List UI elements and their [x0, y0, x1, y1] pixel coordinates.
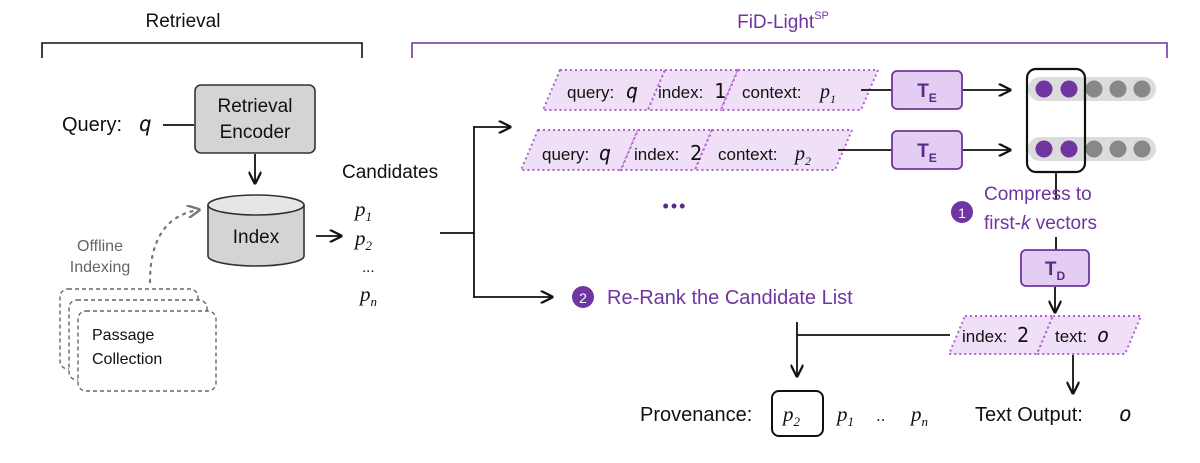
step2-badge [572, 286, 594, 308]
step2-text: Re-Rank the Candidate List [607, 287, 853, 309]
provenance-pn: pn [909, 402, 928, 429]
candidates-split-arrows [440, 126, 552, 298]
input2-query-var: q [599, 141, 611, 165]
output-index-label: index: [962, 327, 1007, 346]
offline-indexing-line2: Indexing [70, 259, 131, 276]
index-cylinder [207, 194, 305, 267]
input1-context-var: p1 [818, 81, 836, 106]
provenance-p1: p1 [835, 402, 854, 429]
provenance-p2: p2 [781, 402, 801, 429]
encoder-input-2 [519, 129, 854, 171]
text-output-label: Text Output: [975, 404, 1083, 426]
decoder-td-label: TD [1045, 259, 1066, 283]
candidate-p1: p1 [353, 197, 372, 224]
step1-badge-num: 1 [958, 205, 966, 221]
retrieval-title: Retrieval [146, 11, 221, 32]
retrieval-encoder-line1: Retrieval [218, 96, 293, 117]
offline-indexing-arrow [148, 210, 198, 284]
encoder-te-2-label: TE [917, 141, 937, 165]
encoder-te-1 [891, 70, 963, 110]
decoder-output [947, 315, 1143, 355]
input1-query-label: query: [567, 83, 614, 102]
provenance-dots: .. [876, 406, 885, 425]
input2-index-label: index: [634, 145, 679, 164]
fid-light-title: FiD-LightSP [737, 10, 829, 33]
step1-badge [951, 201, 973, 223]
step1-line1: Compress to [984, 184, 1092, 205]
vector-row-1 [1028, 77, 1156, 101]
passage-collection-line1: Passage [92, 327, 154, 344]
more-inputs-ellipsis: ••• [663, 196, 688, 216]
provenance-selected-box [771, 390, 824, 437]
fid-light-bracket [411, 42, 1168, 58]
encoder-te-1-label: TE [917, 81, 937, 105]
passage-collection-line2: Collection [92, 351, 162, 368]
input1-index-val: 1 [714, 79, 726, 103]
offline-indexing-line1: Offline [77, 238, 123, 255]
output-text-label: text: [1055, 327, 1087, 346]
retrieval-encoder-line2: Encoder [220, 122, 291, 143]
query-label: Query: [62, 114, 122, 136]
input2-query-label: query: [542, 145, 589, 164]
provenance-label: Provenance: [640, 404, 752, 426]
input1-query-var: q [626, 79, 638, 103]
passage-collection-stack [59, 288, 217, 392]
vector-row-2 [1028, 137, 1156, 161]
output-text-var: o [1097, 323, 1109, 347]
input2-context-label: context: [718, 145, 778, 164]
output-index-val: 2 [1017, 323, 1029, 347]
candidate-pn: pn [358, 282, 377, 309]
index-label: Index [233, 227, 280, 248]
input1-context-label: context: [742, 83, 802, 102]
retrieval-encoder-box [194, 84, 316, 154]
candidate-p2: p2 [353, 226, 373, 253]
query-var: q [139, 112, 152, 136]
input2-index-val: 2 [690, 141, 702, 165]
text-output-var: o [1119, 402, 1132, 426]
encoder-te-2 [891, 130, 963, 170]
input1-index-label: index: [658, 83, 703, 102]
candidates-title: Candidates [342, 162, 438, 183]
input2-context-var: p2 [793, 143, 811, 168]
decoder-td [1020, 249, 1090, 287]
step2-badge-num: 2 [579, 290, 587, 306]
candidate-ellipsis: ... [362, 259, 375, 276]
retrieval-bracket [41, 42, 363, 58]
encoder-input-1 [541, 69, 880, 111]
step1-line2: first-k vectors [984, 213, 1097, 234]
